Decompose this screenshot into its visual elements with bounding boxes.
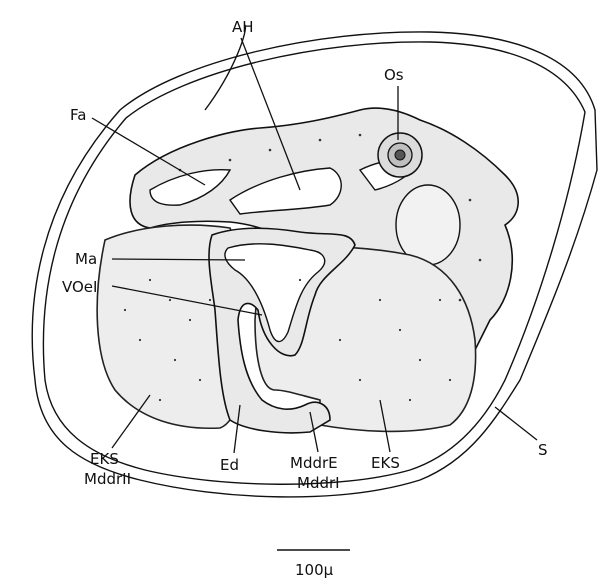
label-eks-left: EKS — [90, 450, 119, 468]
label-os: Os — [384, 66, 404, 84]
label-fa: Fa — [70, 106, 86, 124]
label-ah: AH — [232, 18, 254, 36]
label-mddr-e: MddrE — [290, 454, 338, 472]
scale-bar: 100µ — [277, 550, 350, 579]
label-ed: Ed — [220, 456, 239, 474]
label-voei: VOeI — [62, 278, 97, 296]
scale-bar-label: 100µ — [295, 561, 334, 579]
label-eks-right: EKS — [371, 454, 400, 472]
label-mddr-ii: MddrII — [84, 470, 131, 488]
label-s: S — [538, 441, 548, 459]
label-mddr-i: MddrI — [297, 474, 340, 492]
label-ma: Ma — [75, 250, 97, 268]
